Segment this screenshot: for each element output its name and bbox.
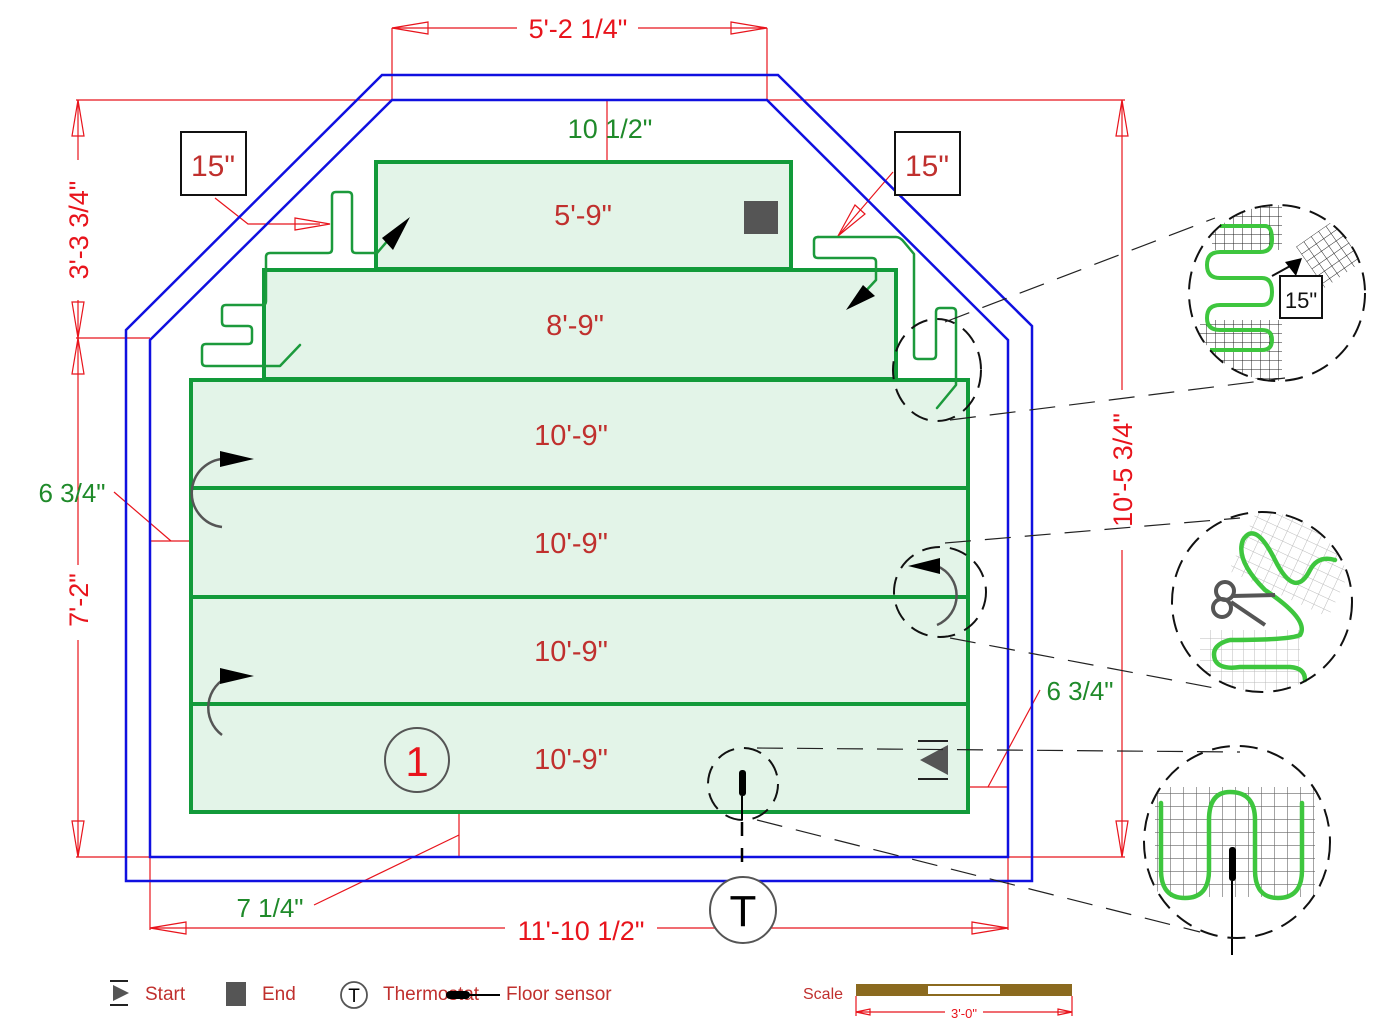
run-length-label: 10'-9"	[534, 528, 608, 560]
legend-item-floor-sensor: Floor sensor	[446, 984, 612, 1005]
mat-run-2	[262, 268, 898, 381]
arrow-icon	[220, 451, 254, 467]
detail-leaders	[756, 217, 1286, 933]
callout-left-spacing: 15"	[180, 131, 247, 196]
dim-left-upper: 3'-3 3/4"	[64, 181, 94, 280]
thermostat-icon: T	[709, 876, 777, 944]
run-length-label: 10'-9"	[534, 420, 608, 452]
scale-label: Scale	[803, 986, 843, 1003]
svg-text:Start: Start	[145, 984, 186, 1005]
svg-text:End: End	[262, 984, 296, 1005]
detail-marker-cut	[893, 546, 987, 638]
svg-text:15": 15"	[191, 150, 235, 183]
detail-bubble-sensor	[1143, 745, 1331, 955]
dim-left-lower: 7'-2"	[64, 573, 94, 627]
mat-run-5	[189, 595, 970, 706]
start-icon	[110, 980, 129, 1006]
dimension-lines	[71, 21, 1129, 935]
end-marker-icon	[744, 201, 778, 234]
dim-right-gap: 6 3/4"	[1046, 676, 1113, 706]
direction-arrows	[190, 217, 958, 737]
legend-item-start: Start	[110, 980, 186, 1006]
arrow-icon	[220, 668, 254, 684]
detail-bubble-turn: 15"	[1188, 204, 1366, 382]
dim-top-gap: 10 1/2"	[568, 114, 653, 144]
callout-right-spacing: 15"	[894, 131, 961, 196]
dim-top-width: 5'-2 1/4"	[529, 14, 628, 44]
dim-left-gap: 6 3/4"	[38, 478, 105, 508]
run-length-label: 5'-9"	[554, 200, 612, 232]
arrow-icon	[382, 217, 410, 250]
detail-marker-turn	[892, 318, 982, 422]
svg-text:15": 15"	[1285, 288, 1317, 313]
legend-item-end: End	[226, 982, 296, 1006]
svg-text:15": 15"	[905, 150, 949, 183]
mat-run-4	[189, 486, 970, 599]
svg-text:Floor sensor: Floor sensor	[506, 984, 612, 1005]
dim-bottom-gap: 7 1/4"	[236, 893, 303, 923]
mat-run-6	[189, 702, 970, 814]
mat-number: 1	[405, 738, 428, 785]
dim-right-total: 10'-5 3/4"	[1108, 413, 1138, 527]
end-icon	[226, 982, 246, 1006]
start-marker-icon	[918, 740, 948, 780]
svg-text:Thermostat: Thermostat	[383, 984, 480, 1005]
thermostat-icon: T	[340, 981, 368, 1009]
heating-mat	[189, 160, 970, 814]
mat-run-3	[189, 378, 970, 490]
svg-text:T: T	[348, 986, 360, 1007]
scissors-icon	[1211, 580, 1276, 627]
legend: Start End T Thermostat Floor sensor	[110, 980, 612, 1009]
heating-cable	[200, 190, 958, 410]
legend-item-thermostat: T Thermostat	[340, 981, 480, 1009]
run-length-label: 10'-9"	[534, 636, 608, 668]
run-length-label: 8'-9"	[546, 310, 604, 342]
scale-bar: Scale 3'-0"	[803, 984, 1073, 1021]
dim-bottom-width: 11'-10 1/2"	[518, 916, 645, 946]
arrow-icon	[846, 285, 875, 310]
run-length-label: 10'-9"	[534, 744, 608, 776]
floor-sensor-icon	[446, 991, 500, 999]
scale-length: 3'-0"	[951, 1006, 977, 1021]
svg-text:T: T	[730, 887, 757, 936]
mat-number-badge	[384, 727, 450, 793]
room-walls	[124, 73, 1034, 883]
floor-sensor	[707, 747, 779, 866]
detail-bubble-cut	[1171, 511, 1353, 693]
arrow-icon	[908, 558, 940, 574]
